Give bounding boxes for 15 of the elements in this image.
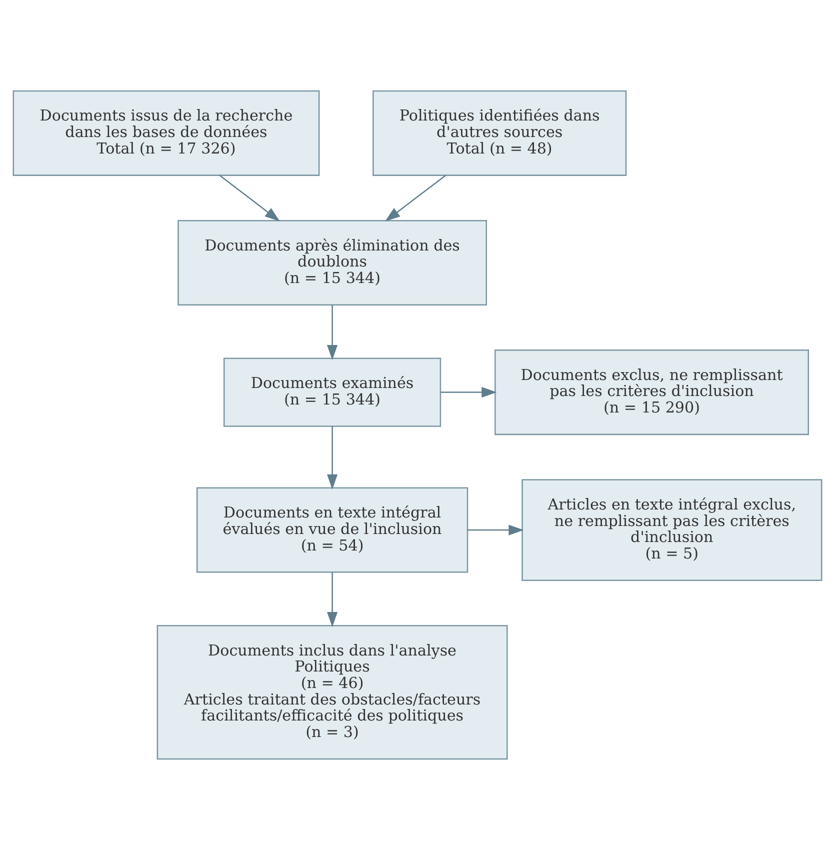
node-box: Articles en texte intégral exclus, ne remplissant pas les critères d'inclusion (n = 5) bbox=[522, 478, 822, 580]
arrow bbox=[326, 304, 338, 360]
node-box: Documents après élimination des doublons (n = 15 344) bbox=[178, 219, 487, 305]
node-box: Documents en texte intégral évalués en vue de l'inclusion (n = 54) bbox=[196, 486, 468, 572]
arrow bbox=[219, 174, 280, 221]
arrow bbox=[326, 426, 338, 490]
arrow bbox=[468, 524, 524, 535]
arrow bbox=[326, 572, 338, 627]
node-box: Documents issus de la recherche dans les bases de données Total (n = 17 326) bbox=[12, 90, 320, 176]
arrow bbox=[385, 174, 446, 221]
node-box: Documents exclus, ne remplissant pas les critères d'inclusion (n = 15 290) bbox=[494, 349, 810, 435]
node-box: Documents inclus dans l'analyse Politiques (n = 46) Articles traitant des obstacles/facteurs facilitants/efficacité des politiques (n = 3) bbox=[156, 624, 508, 760]
node-box: Politiques identifiées dans d'autres sources Total (n = 48) bbox=[372, 90, 627, 176]
node-box: Documents examinés (n = 15 344) bbox=[223, 357, 442, 426]
arrow bbox=[440, 386, 497, 398]
